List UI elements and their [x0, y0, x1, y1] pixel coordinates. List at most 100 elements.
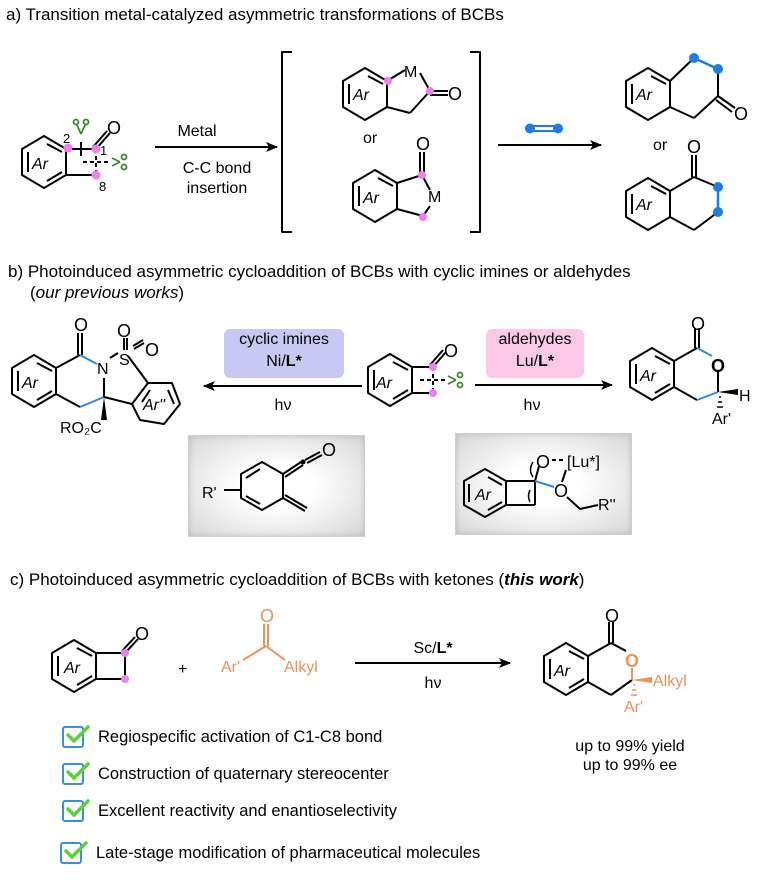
- hv-label: hν: [425, 675, 442, 692]
- wedge-bond: [632, 677, 652, 683]
- alkene-carbon-marker: [713, 182, 723, 192]
- checkbox-icon: [62, 799, 90, 822]
- checkbox-icon: [60, 841, 88, 864]
- pink-atom-markers: [63, 77, 437, 683]
- ar-label: Ar: [635, 197, 653, 214]
- oxygen-label: O: [734, 104, 748, 124]
- insertion-label: insertion: [187, 180, 247, 197]
- quinone-methide-intermediate-box: [188, 435, 365, 537]
- aldehydes-condition-box: aldehydes Lu/L*: [486, 329, 584, 378]
- c1-marker: [121, 649, 129, 657]
- oxygen-label: O: [145, 340, 159, 360]
- metal-label: M: [404, 64, 417, 81]
- ketone-ar-label: Ar': [221, 659, 240, 676]
- nitrogen-label: N: [97, 361, 109, 378]
- cyclic-imines-condition-box: cyclic imines Ni/L*: [224, 329, 344, 378]
- ligand-label: L*: [437, 640, 454, 657]
- oxygen-label: O: [605, 606, 619, 626]
- alkene-carbon-marker: [713, 207, 723, 217]
- c1-marker: [429, 363, 437, 371]
- ar-label: Ar: [375, 375, 393, 392]
- feature-text: Regiospecific activation of C1-C8 bond: [98, 727, 383, 746]
- feature-text: Construction of quaternary stereocenter: [98, 764, 389, 783]
- wedge-bond: [101, 397, 107, 420]
- hash-bond: [717, 396, 723, 408]
- this-work-label: this work: [504, 570, 579, 589]
- c2-marker: [63, 143, 73, 153]
- wedge-bond: [718, 389, 738, 395]
- ar-label: Ar: [63, 660, 81, 677]
- feature-text: Late-stage modification of pharmaceutica…: [96, 843, 481, 862]
- section-c-title: c) Photoinduced asymmetric cycloaddition…: [10, 570, 584, 590]
- oxygen-label: O: [554, 481, 568, 501]
- lu-prefix: Lu/: [515, 353, 539, 370]
- isochromanone-product-c: [543, 622, 633, 696]
- ar-label: Ar: [474, 487, 492, 504]
- hydrogen-label: H: [739, 388, 751, 405]
- c8-marker: [429, 389, 437, 397]
- ni-prefix: Ni/: [266, 353, 286, 370]
- r-double-prime-label: R'': [598, 497, 616, 514]
- metallacycle-marker: [426, 87, 434, 95]
- c2-label: 2: [63, 131, 70, 146]
- product-alkyl-label: Alkyl: [653, 673, 687, 690]
- ar-label: Ar: [639, 368, 657, 385]
- ee-label: up to 99% ee: [582, 757, 678, 774]
- oxygen-label: O: [107, 118, 121, 138]
- c8-marker: [91, 170, 101, 180]
- lu-catalyst-label: Lu/L*: [486, 351, 584, 373]
- metal-condition-label: Metal: [177, 123, 216, 140]
- product-alpha-tetralone: [625, 155, 720, 231]
- ar-label: Ar: [21, 375, 39, 392]
- paren-close: ): [178, 283, 185, 302]
- previous-works-label: our previous works: [35, 283, 179, 302]
- ketone-alkyl-label: Alkyl: [284, 659, 318, 676]
- c1-marker: [91, 144, 101, 154]
- or-label: or: [363, 130, 378, 147]
- hash-bond: [631, 684, 637, 696]
- product-ar-label: Ar': [624, 699, 643, 716]
- ni-catalyst-label: Ni/L*: [224, 351, 344, 373]
- ar-label: Ar: [635, 87, 653, 104]
- hv-label: hν: [524, 397, 541, 414]
- lu-label: [Lu*]: [567, 454, 600, 471]
- ar-prime-label: Ar': [712, 411, 731, 428]
- bcb-reactant-c: [51, 636, 139, 693]
- product-beta-tetralone: [625, 56, 736, 121]
- cyclic-imines-label: cyclic imines: [239, 331, 329, 348]
- alkene-carbon-marker: [689, 53, 699, 63]
- metal-label: M: [428, 189, 441, 206]
- oxygen-label: O: [687, 137, 701, 157]
- radical-dot: [300, 459, 306, 465]
- scissors-icon: [72, 118, 90, 135]
- oxygen-label: O: [448, 84, 462, 104]
- or-label: or: [653, 137, 668, 154]
- ar-label: Ar: [352, 87, 370, 104]
- section-b-title: b) Photoinduced asymmetric cycloaddition…: [8, 262, 631, 281]
- sc-prefix: Sc/: [413, 640, 437, 657]
- scissors-icon: [111, 153, 128, 171]
- oxygen-label: O: [711, 356, 725, 376]
- sultam-product: [11, 333, 181, 425]
- quinone-methide-structure: [224, 451, 323, 512]
- aldehydes-label: aldehydes: [498, 331, 572, 348]
- ligand-label: L*: [538, 353, 555, 370]
- c8-marker: [121, 675, 129, 683]
- electron-arrow: [527, 489, 531, 503]
- bracket-right: [470, 51, 481, 233]
- ar-label: Ar: [31, 156, 49, 173]
- metallacycle-marker: [384, 77, 392, 85]
- c8-label: 8: [99, 179, 106, 194]
- oxygen-label: O: [536, 452, 550, 472]
- alkene-carbon-marker: [713, 64, 723, 74]
- alkene-reagent-icon: [525, 123, 563, 134]
- ar-double-prime-label: Ar'': [142, 397, 166, 414]
- blue-alkene-markers: [689, 53, 723, 217]
- oxygen-label: O: [416, 134, 430, 154]
- ar-label: Ar: [362, 190, 380, 207]
- yield-label: up to 99% yield: [575, 738, 685, 755]
- feature-text: Excellent reactivity and enantioselectiv…: [98, 801, 397, 820]
- oxygen-label: O: [444, 341, 458, 361]
- oxygen-label: O: [691, 314, 705, 334]
- metallacycle-2: [352, 152, 431, 223]
